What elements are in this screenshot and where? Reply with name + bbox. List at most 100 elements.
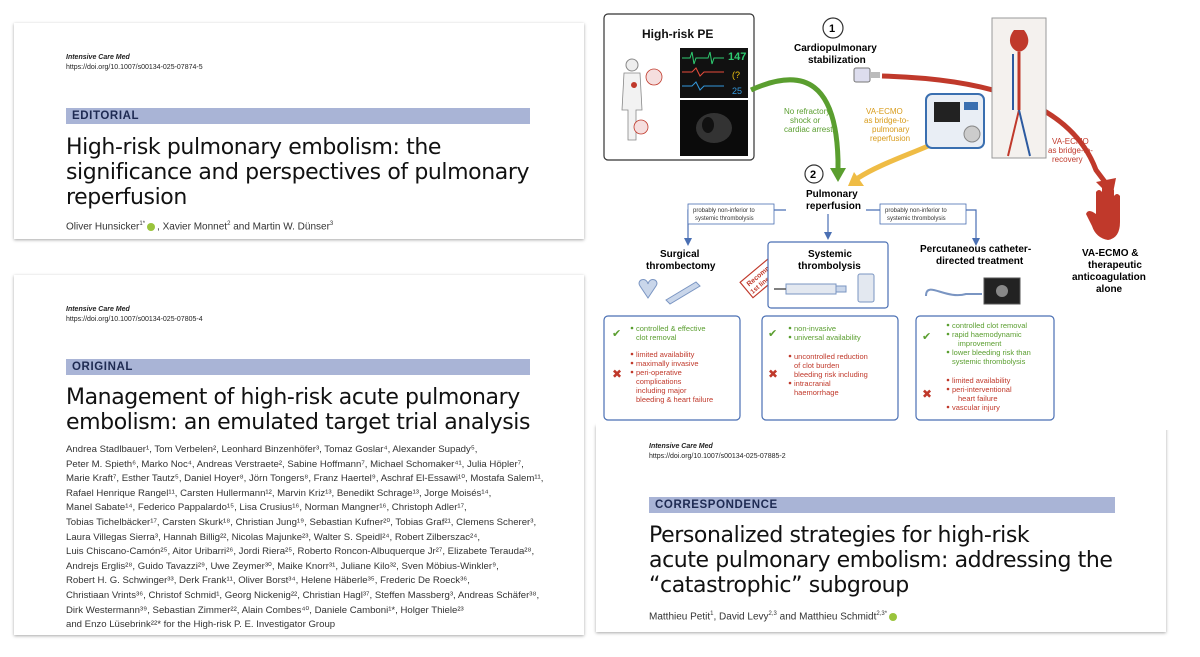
pro-item: lower bleeding risk than	[952, 348, 1031, 357]
original-authors: Andrea Stadlbauer¹, Tom Verbelen², Leonh…	[66, 443, 581, 633]
con-item: maximally invasive	[636, 359, 699, 368]
systemic-title: thrombolysis	[798, 261, 861, 272]
author-line: Christiaan Vrints³⁶, Christof Schmid¹, G…	[66, 589, 540, 601]
author-sup: 1	[710, 611, 714, 617]
correspondence-title-line: “catastrophic” subgroup	[649, 573, 909, 598]
stop-hand-icon	[1086, 186, 1120, 240]
ecmo-title: alone	[1096, 284, 1123, 295]
author-sup: 2,3*	[876, 611, 888, 617]
catheter-icon	[925, 277, 1021, 305]
step2-number: 2	[810, 169, 816, 181]
vascular-anatomy-image	[991, 17, 1047, 159]
systemic-proscons	[761, 315, 899, 421]
syringe-icon	[774, 273, 875, 303]
red-label: as bridge-to-	[1048, 146, 1093, 155]
monitor-hr: 147	[728, 51, 746, 63]
pro-item: clot removal	[636, 333, 677, 342]
con-item: vascular injury	[952, 403, 1000, 412]
cross-icon: ✖	[922, 387, 932, 401]
author-line: Andrea Stadlbauer¹, Tom Verbelen², Leonh…	[66, 444, 478, 455]
editorial-card: Intensive Care Med https://doi.org/10.10…	[14, 23, 584, 239]
editorial-doi[interactable]: https://doi.org/10.1007/s00134-025-07874…	[66, 64, 203, 71]
green-arrow	[749, 77, 841, 170]
editorial-title-line: significance and perspectives of pulmona…	[66, 160, 530, 185]
con-item: peri-operative	[636, 368, 682, 377]
check-icon: ✔	[922, 331, 931, 343]
ecmo-title: anticoagulation	[1072, 272, 1146, 283]
correspondence-title: Personalized strategies for high-risk ac…	[649, 523, 1159, 598]
pro-bullets	[630, 323, 950, 354]
con-item: of clot burden	[794, 361, 839, 370]
con-item: uncontrolled reduction	[794, 352, 868, 361]
con-item: intracranial	[794, 379, 831, 388]
noninferior-left-text: systemic thrombolysis	[695, 216, 754, 222]
con-bullets	[630, 352, 950, 409]
original-label: ORIGINAL	[66, 359, 530, 375]
human-body-icon	[621, 58, 663, 141]
check-icon: ✔	[612, 328, 621, 340]
pro-item: systemic thrombolysis	[952, 357, 1026, 366]
pro-item: controlled clot removal	[952, 321, 1027, 330]
red-label: recovery	[1052, 155, 1083, 164]
author-name: and Matthieu Schmidt	[776, 611, 877, 623]
author-line: Dirk Westermann³⁹, Sebastian Zimmer²², A…	[66, 604, 464, 616]
step2-line: reperfusion	[806, 201, 861, 212]
editorial-journal: Intensive Care Med	[66, 54, 130, 61]
systemic-title: Systemic	[808, 249, 852, 260]
surgical-proscons	[603, 315, 741, 421]
catheter-proscons	[915, 315, 1055, 421]
con-item: bleeding risk including	[794, 370, 868, 379]
step1-line: stabilization	[808, 55, 866, 66]
original-label-text: ORIGINAL	[72, 361, 134, 373]
catheter-title: Percutaneous catheter-	[920, 244, 1031, 255]
con-item: haemorrhage	[794, 388, 839, 397]
step2-badge	[804, 164, 824, 184]
panel-title: High-risk PE	[642, 27, 713, 41]
author-line: Peter M. Spieth⁶, Marko Noc⁴, Andreas Ve…	[66, 458, 524, 470]
editorial-authors: Oliver Hunsicker1*, Xavier Monnet2 and M…	[66, 217, 576, 235]
orcid-icon[interactable]	[889, 612, 898, 621]
original-title: Management of high-risk acute pulmonary …	[66, 385, 581, 435]
correspondence-doi[interactable]: https://doi.org/10.1007/s00134-025-07885…	[649, 453, 786, 460]
monitor-bp: (?	[732, 70, 740, 80]
cross-icon: ✖	[612, 367, 622, 381]
original-journal: Intensive Care Med	[66, 306, 130, 313]
original-doi[interactable]: https://doi.org/10.1007/s00134-025-07805…	[66, 316, 203, 323]
ecmo-pump-icon	[853, 67, 880, 83]
author-line: Laura Villegas Sierra³, Hannah Billig²²,…	[66, 531, 480, 543]
author-sup: 3	[329, 221, 334, 227]
author-line: Tobias Tichelbäcker¹⁷, Carsten Skurk¹⁸, …	[66, 516, 537, 528]
author-name: , Xavier Monnet	[157, 221, 228, 233]
noninferior-right-text: probably non-inferior to	[885, 208, 947, 214]
author-line: Manel Sabate¹⁴, Federico Pappalardo¹⁵, L…	[66, 502, 467, 514]
author-line: Robert H. G. Schwinger³³, Derk Frank¹¹, …	[66, 575, 470, 587]
author-line: and Enzo Lüsebrink²²* for the High-risk …	[66, 619, 336, 631]
con-item: limited availability	[636, 350, 695, 359]
con-item: including major	[636, 386, 687, 395]
author-sup: 2	[227, 221, 231, 227]
correspondence-label-text: CORRESPONDENCE	[655, 499, 778, 511]
correspondence-authors: Matthieu Petit1, David Levy2,3 and Matth…	[649, 607, 1159, 625]
noninferior-right-text: systemic thrombolysis	[887, 216, 946, 222]
figure-svg: High-risk PE 147 (? 25 1 Cardiopulmonary…	[603, 13, 1146, 421]
pro-item: universal availability	[794, 333, 861, 342]
correspondence-label: CORRESPONDENCE	[649, 497, 1115, 513]
author-name: , David Levy	[713, 611, 769, 623]
author-sup: 1*	[139, 221, 146, 227]
green-label: cardiac arrest	[784, 125, 833, 134]
yellow-label: VA-ECMO	[866, 107, 903, 116]
author-line: Rafael Henrique Rangel¹¹, Carsten Huller…	[66, 487, 492, 499]
surgical-title: Surgical	[660, 249, 700, 260]
yellow-label: reperfusion	[870, 134, 910, 143]
noninferior-left-text: probably non-inferior to	[693, 208, 755, 214]
orcid-icon[interactable]	[147, 222, 156, 231]
con-item: bleeding & heart failure	[636, 395, 713, 404]
ecmo-machine-icon	[925, 93, 985, 149]
noninferior-right-box	[879, 203, 967, 225]
pro-item: improvement	[958, 339, 1002, 348]
author-line: Andrejs Erglis²⁸, Guido Tavazzi²⁹, Uwe Z…	[66, 560, 499, 572]
catheter-title: directed treatment	[936, 256, 1024, 267]
author-name: Oliver Hunsicker	[66, 221, 140, 233]
editorial-title: High-risk pulmonary embolism: the signif…	[66, 135, 566, 210]
pro-item: non-invasive	[794, 324, 836, 333]
